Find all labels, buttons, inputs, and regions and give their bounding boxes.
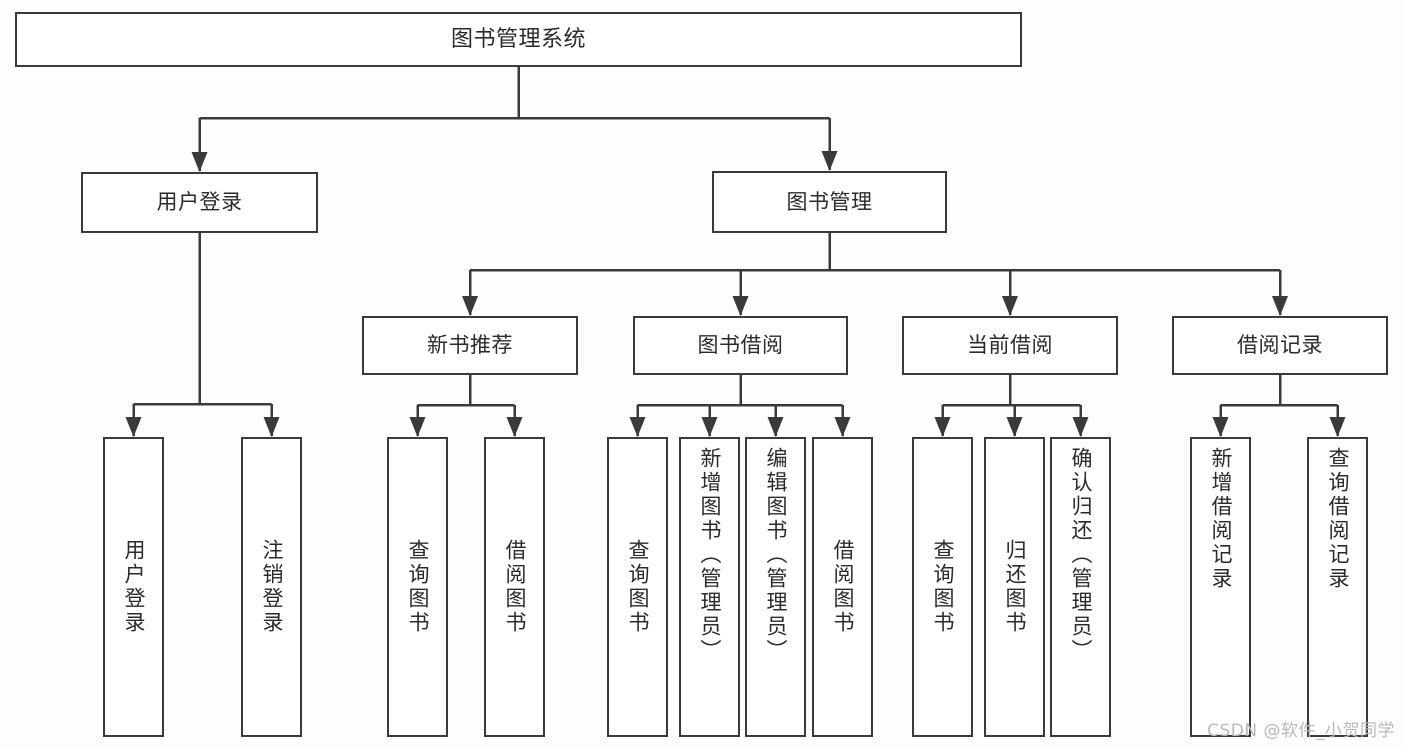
arrowhead xyxy=(629,417,646,437)
node-leaf-borrow-book-1[interactable]: 借阅图书 xyxy=(484,437,545,737)
arrowhead xyxy=(1002,296,1018,316)
arrowhead xyxy=(1006,417,1023,437)
node-label: 当前借阅 xyxy=(967,333,1053,358)
watermark-text: CSDN @软件_小贺同学 xyxy=(1207,721,1395,741)
arrowhead xyxy=(701,417,718,437)
arrowhead xyxy=(1329,417,1346,437)
node-leaf-edit-book[interactable]: 编辑图书（管理员） xyxy=(745,437,806,737)
arrowhead xyxy=(821,151,838,171)
node-label: 用户登录 xyxy=(122,539,146,635)
node-label: 图书管理 xyxy=(786,189,873,214)
node-leaf-query-book-3[interactable]: 查询图书 xyxy=(912,437,973,737)
arrowhead xyxy=(1212,417,1229,437)
arrowhead xyxy=(409,417,426,437)
node-label: 用户登录 xyxy=(156,190,243,215)
arrowhead xyxy=(834,417,851,437)
node-borrow-record[interactable]: 借阅记录 xyxy=(1172,316,1388,375)
node-label: 注销登录 xyxy=(260,539,284,635)
node-label: 图书管理系统 xyxy=(450,26,586,52)
arrowhead xyxy=(506,417,523,437)
arrowhead xyxy=(732,296,749,316)
arrowhead xyxy=(263,417,280,437)
node-leaf-borrow-book-2[interactable]: 借阅图书 xyxy=(812,437,873,737)
node-label: 借阅记录 xyxy=(1237,333,1323,358)
node-label: 查询图书 xyxy=(406,539,430,635)
arrowhead xyxy=(125,417,142,437)
node-user-login[interactable]: 用户登录 xyxy=(81,172,318,233)
node-leaf-return-book[interactable]: 归还图书 xyxy=(984,437,1045,737)
arrowhead xyxy=(191,152,208,172)
node-label: 查询图书 xyxy=(931,539,955,635)
node-leaf-user-logout[interactable]: 注销登录 xyxy=(241,437,302,737)
node-current-borrow[interactable]: 当前借阅 xyxy=(902,316,1118,375)
node-label: 图书借阅 xyxy=(697,333,784,358)
node-leaf-confirm-return[interactable]: 确认归还（管理员） xyxy=(1050,437,1111,737)
node-leaf-query-record[interactable]: 查询借阅记录 xyxy=(1307,437,1368,737)
node-leaf-user-login[interactable]: 用户登录 xyxy=(103,437,164,737)
arrowhead xyxy=(1072,417,1089,437)
node-label: 新书推荐 xyxy=(427,333,513,358)
node-label: 确认归还（管理员） xyxy=(1069,447,1093,663)
node-label: 查询借阅记录 xyxy=(1326,447,1350,591)
node-root[interactable]: 图书管理系统 xyxy=(15,12,1022,67)
arrowhead xyxy=(462,296,478,316)
arrowhead xyxy=(767,417,784,437)
node-leaf-query-book-2[interactable]: 查询图书 xyxy=(607,437,668,737)
node-leaf-query-book-1[interactable]: 查询图书 xyxy=(387,437,448,737)
node-label: 借阅图书 xyxy=(831,539,855,635)
node-book-manage[interactable]: 图书管理 xyxy=(712,171,947,233)
node-leaf-add-record[interactable]: 新增借阅记录 xyxy=(1190,437,1251,737)
node-label: 新增图书（管理员） xyxy=(698,447,722,663)
arrowhead xyxy=(934,417,951,437)
node-label: 编辑图书（管理员） xyxy=(764,447,788,663)
node-label: 查询图书 xyxy=(626,539,650,635)
arrowhead xyxy=(1272,296,1288,316)
node-label: 借阅图书 xyxy=(503,539,527,635)
node-label: 新增借阅记录 xyxy=(1209,447,1233,591)
node-label: 归还图书 xyxy=(1003,539,1027,635)
node-new-book-rec[interactable]: 新书推荐 xyxy=(362,316,578,375)
node-leaf-add-book[interactable]: 新增图书（管理员） xyxy=(679,437,740,737)
node-book-borrow[interactable]: 图书借阅 xyxy=(633,316,848,375)
